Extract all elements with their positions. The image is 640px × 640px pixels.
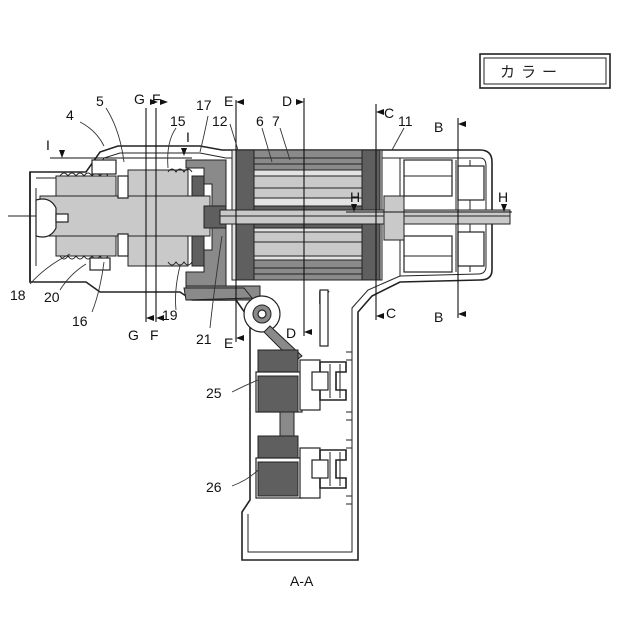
section-label-C-bottom: C bbox=[386, 305, 396, 321]
section-label-F-top: F bbox=[152, 91, 161, 107]
section-label-D-bottom: D bbox=[286, 325, 296, 341]
label-21: 21 bbox=[196, 331, 212, 347]
color-badge: カラー bbox=[480, 54, 610, 88]
section-label-F-bottom: F bbox=[150, 327, 159, 343]
anvil bbox=[8, 196, 210, 237]
section-label-H-left: H bbox=[350, 189, 360, 205]
label-25: 25 bbox=[206, 385, 222, 401]
label-7: 7 bbox=[272, 113, 280, 129]
section-label-E-bottom: E bbox=[224, 335, 233, 351]
color-badge-text: カラー bbox=[500, 63, 563, 81]
label-20: 20 bbox=[44, 289, 60, 305]
label-18: 18 bbox=[10, 287, 26, 303]
section-label-E-top: E bbox=[224, 93, 233, 109]
section-label-B-top: B bbox=[434, 119, 443, 135]
section-label-G-bottom: G bbox=[128, 327, 139, 343]
section-label-C-top: C bbox=[384, 105, 394, 121]
label-19: 19 bbox=[162, 307, 178, 323]
section-title: A-A bbox=[290, 573, 314, 589]
label-6: 6 bbox=[256, 113, 264, 129]
trigger-linkage bbox=[184, 288, 328, 362]
label-16: 16 bbox=[72, 313, 88, 329]
section-label-H-right: H bbox=[498, 189, 508, 205]
section-label-G-top: G bbox=[134, 91, 145, 107]
label-11: 11 bbox=[398, 113, 413, 129]
switch-26 bbox=[256, 436, 346, 498]
section-label-B-bottom: B bbox=[434, 309, 443, 325]
label-4: 4 bbox=[66, 107, 74, 123]
section-label-I-left: I bbox=[46, 137, 50, 153]
label-5: 5 bbox=[96, 93, 104, 109]
section-label-D-top: D bbox=[282, 93, 292, 109]
label-12: 12 bbox=[212, 113, 228, 129]
switch-25 bbox=[256, 350, 346, 442]
label-26: 26 bbox=[206, 479, 222, 495]
section-label-I-right: I bbox=[186, 129, 190, 145]
handle-ribs bbox=[346, 352, 352, 504]
label-17: 17 bbox=[196, 97, 212, 113]
label-15: 15 bbox=[170, 113, 186, 129]
